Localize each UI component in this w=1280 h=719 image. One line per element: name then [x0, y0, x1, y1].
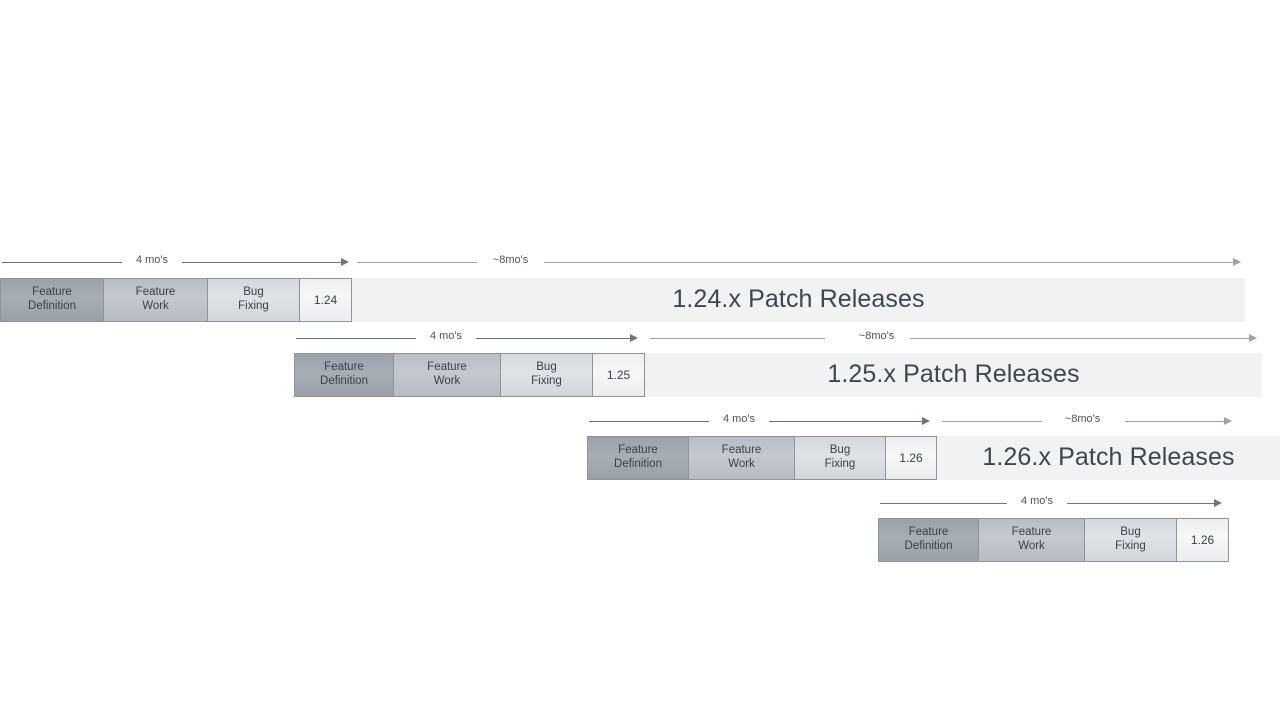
phase-label-line2: Work	[433, 375, 461, 387]
measure-label-patch-3: ~8mo's	[1064, 413, 1101, 425]
phase-feature-work-1: Feature Work	[103, 278, 207, 322]
phase-label-line2: Definition	[614, 458, 662, 470]
version-label: 1.24	[313, 292, 338, 307]
phase-feature-definition-1: Feature Definition	[0, 278, 103, 322]
release-row-3: 1.26.x Patch Releases Feature Definition…	[0, 436, 1280, 480]
phase-label-line1: Feature	[324, 361, 364, 374]
version-label: 1.26	[1190, 532, 1215, 547]
measure-dev-1: 4 mo's	[0, 252, 352, 274]
phase-bug-fixing-1: Bug Fixing	[207, 278, 299, 322]
measure-label-dev-4: 4 mo's	[1020, 495, 1054, 507]
release-row-1: 1.24.x Patch Releases Feature Definition…	[0, 278, 1280, 322]
phase-group-3: Feature Definition Feature Work Bug Fixi…	[587, 436, 937, 480]
phase-label-line2: Fixing	[238, 300, 269, 312]
patch-band-2: 1.25.x Patch Releases	[645, 353, 1262, 397]
phase-label-line1: Feature	[32, 286, 72, 299]
phase-feature-work-2: Feature Work	[393, 353, 500, 397]
phase-label-line2: Fixing	[531, 375, 562, 387]
measure-label-dev-1: 4 mo's	[135, 254, 169, 266]
phase-label-line1: Feature	[1011, 526, 1052, 539]
patch-band-3: 1.26.x Patch Releases	[937, 436, 1280, 480]
release-row-4: Feature Definition Feature Work Bug Fixi…	[0, 518, 1280, 562]
measure-patch-2: ~8mo's	[645, 328, 1262, 350]
version-box-2: 1.25	[592, 353, 645, 397]
version-box-1: 1.24	[299, 278, 352, 322]
measure-label-dev-2: 4 mo's	[429, 330, 463, 342]
phase-feature-work-4: Feature Work	[978, 518, 1084, 562]
phase-label-line2: Work	[728, 458, 755, 470]
phase-group-1: Feature Definition Feature Work Bug Fixi…	[0, 278, 352, 322]
phase-bug-fixing-4: Bug Fixing	[1084, 518, 1176, 562]
version-label: 1.26	[899, 450, 923, 465]
phase-label-line2: Fixing	[1115, 540, 1146, 552]
phase-label-line2: Definition	[904, 540, 953, 552]
phase-group-2: Feature Definition Feature Work Bug Fixi…	[294, 353, 645, 397]
measure-dev-4: 4 mo's	[878, 493, 1229, 515]
phase-label-line1: Feature	[427, 361, 467, 374]
version-box-4: 1.26	[1176, 518, 1229, 562]
version-label: 1.25	[606, 367, 631, 382]
phase-label-line2: Definition	[320, 375, 368, 387]
measure-dev-2: 4 mo's	[294, 328, 645, 350]
phase-feature-definition-3: Feature Definition	[587, 436, 688, 480]
measure-label-dev-3: 4 mo's	[722, 413, 756, 425]
phase-feature-work-3: Feature Work	[688, 436, 794, 480]
phase-label-line1: Feature	[721, 444, 762, 457]
measure-label-patch-2: ~8mo's	[858, 330, 895, 342]
phase-label-line2: Work	[142, 300, 169, 312]
patch-band-label-3: 1.26.x Patch Releases	[982, 442, 1235, 471]
phase-label-line1: Bug	[243, 286, 264, 299]
phase-label-line1: Bug	[536, 361, 557, 374]
patch-band-1: 1.24.x Patch Releases	[352, 278, 1245, 322]
measure-patch-1: ~8mo's	[352, 252, 1245, 274]
phase-label-line1: Bug	[1120, 526, 1141, 539]
phase-label-line1: Bug	[829, 444, 851, 457]
patch-band-label-1: 1.24.x Patch Releases	[672, 284, 925, 313]
phase-label-line2: Definition	[28, 300, 76, 312]
release-row-2: 1.25.x Patch Releases Feature Definition…	[0, 353, 1280, 397]
phase-label-line1: Feature	[908, 526, 949, 539]
patch-band-label-2: 1.25.x Patch Releases	[827, 359, 1080, 388]
version-box-3: 1.26	[885, 436, 937, 480]
phase-label-line1: Feature	[135, 286, 176, 299]
phase-feature-definition-4: Feature Definition	[878, 518, 978, 562]
measure-dev-3: 4 mo's	[587, 411, 937, 433]
phase-bug-fixing-3: Bug Fixing	[794, 436, 885, 480]
phase-group-4: Feature Definition Feature Work Bug Fixi…	[878, 518, 1229, 562]
phase-bug-fixing-2: Bug Fixing	[500, 353, 592, 397]
phase-label-line2: Fixing	[824, 458, 856, 470]
measure-patch-3: ~8mo's	[937, 411, 1280, 433]
phase-label-line1: Feature	[618, 444, 658, 457]
measure-label-patch-1: ~8mo's	[492, 254, 529, 266]
phase-feature-definition-2: Feature Definition	[294, 353, 393, 397]
phase-label-line2: Work	[1018, 540, 1045, 552]
